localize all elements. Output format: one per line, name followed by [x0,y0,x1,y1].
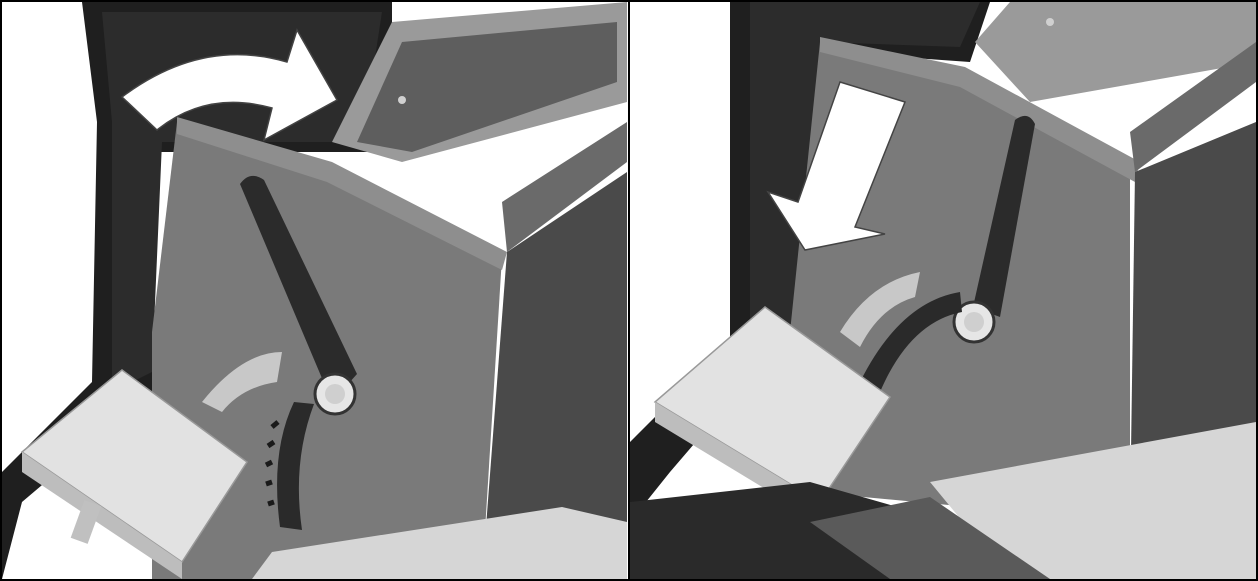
left-illustration [2,2,628,579]
right-panel [630,2,1256,579]
right-illustration [630,2,1256,579]
left-panel [2,2,628,579]
